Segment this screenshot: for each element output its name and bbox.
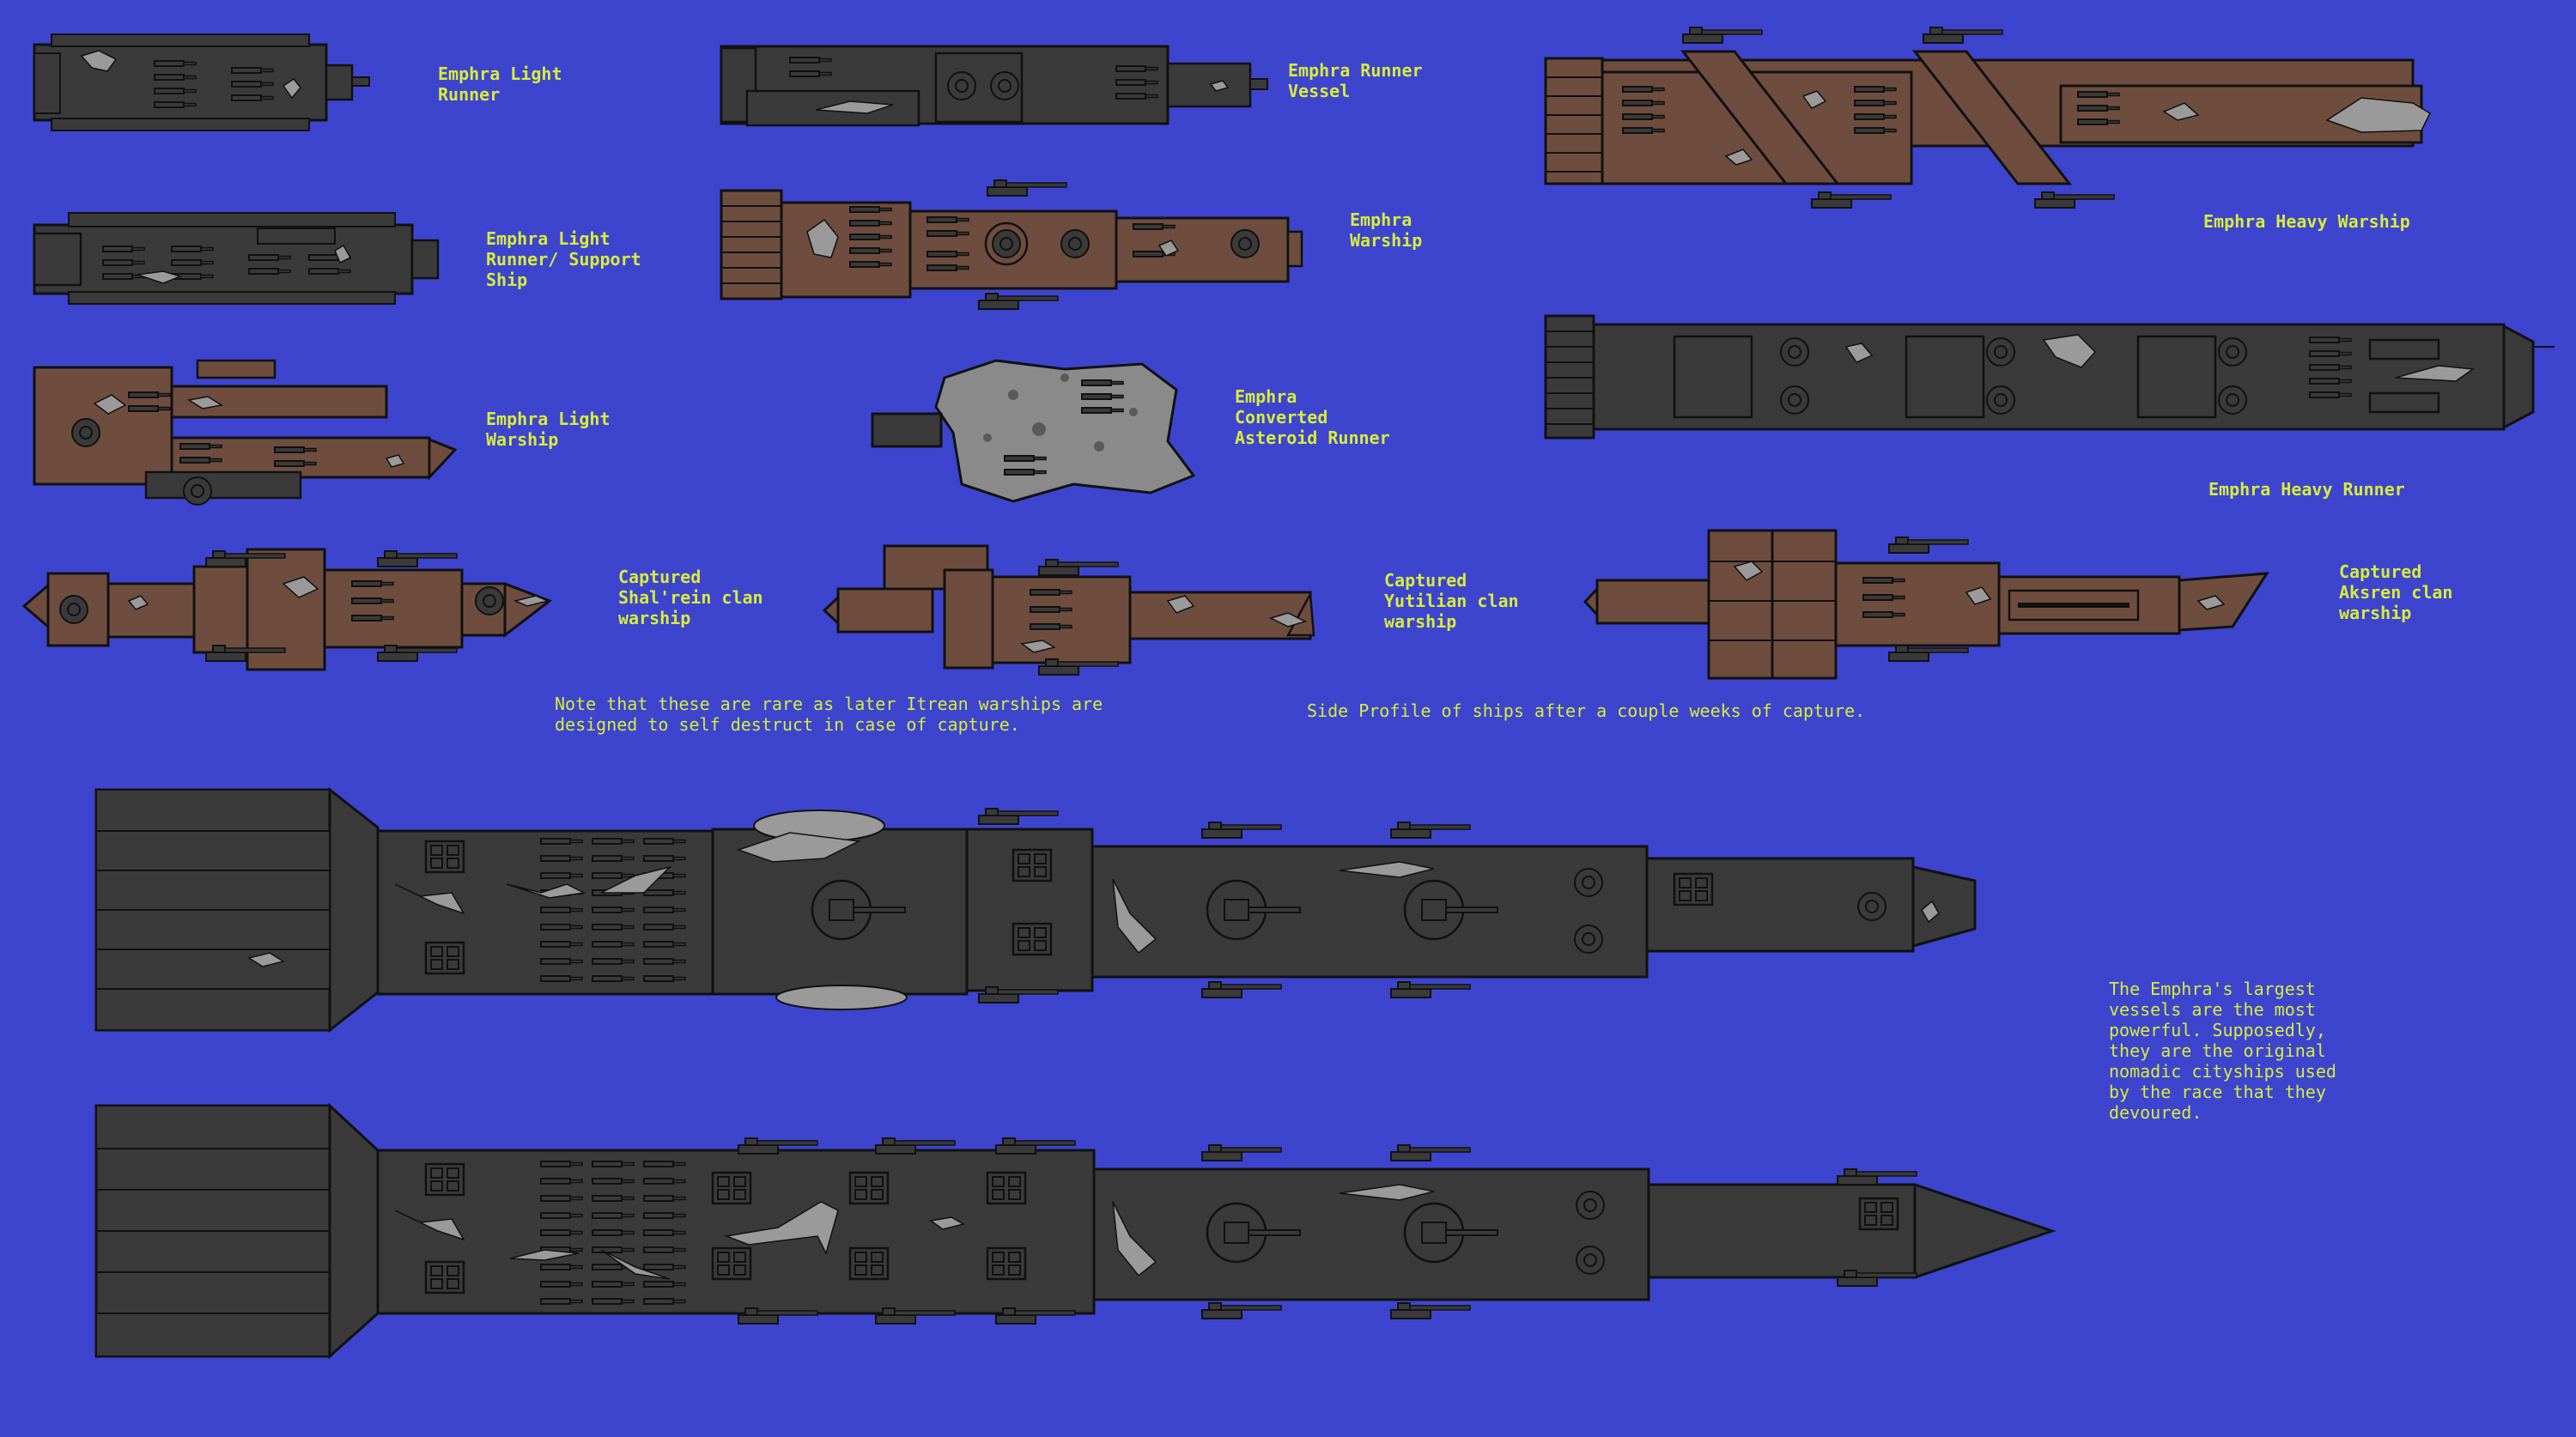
- note-side-profile: Side Profile of ships after a couple wee…: [1307, 700, 1866, 721]
- label-runner-vessel: Emphra Runner Vessel: [1288, 60, 1423, 101]
- cityship-upper: [94, 786, 1977, 1034]
- label-converted-asteroid: Emphra Converted Asteroid Runner: [1235, 386, 1390, 448]
- ship-light-runner-support: [33, 212, 440, 305]
- ship-warship: [720, 179, 1303, 310]
- label-light-runner: Emphra Light Runner: [438, 64, 562, 105]
- label-aksren: Captured Aksren clan warship: [2339, 561, 2453, 623]
- ship-captured-shalrein: [21, 548, 553, 671]
- note-rare-capture: Note that these are rare as later Itrean…: [555, 694, 1103, 735]
- ship-heavy-runner: [1544, 314, 2555, 440]
- label-warship: Emphra Warship: [1350, 209, 1423, 251]
- label-heavy-warship: Emphra Heavy Warship: [2203, 211, 2410, 232]
- label-yutilian: Captured Yutilian clan warship: [1384, 570, 1519, 632]
- label-light-warship: Emphra Light Warship: [486, 409, 611, 450]
- label-shalrein: Captured Shal'rein clan warship: [618, 567, 763, 628]
- ship-runner-vessel: [720, 45, 1268, 127]
- label-light-runner-support: Emphra Light Runner/ Support Ship: [486, 228, 641, 290]
- ship-captured-yutilian: [822, 544, 1315, 676]
- ship-captured-aksren: [1583, 529, 2269, 680]
- ship-light-warship: [33, 359, 458, 506]
- ship-light-runner: [33, 33, 370, 131]
- note-largest-vessels: The Emphra's largest vessels are the mos…: [2109, 979, 2336, 1123]
- cityship-lower: [94, 1102, 2057, 1360]
- label-heavy-runner: Emphra Heavy Runner: [2208, 479, 2405, 500]
- ship-converted-asteroid-runner: [871, 359, 1196, 503]
- ship-heavy-warship: [1544, 27, 2431, 209]
